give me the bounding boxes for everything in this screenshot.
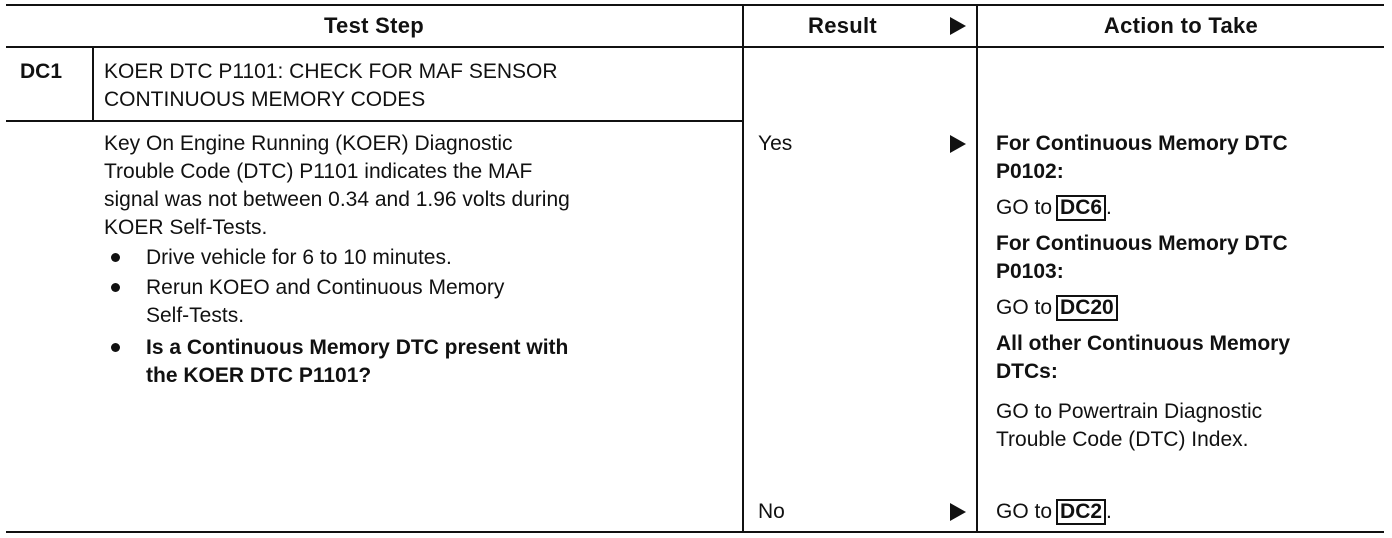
goto-prefix: GO to — [996, 296, 1053, 319]
bullet-icon — [111, 343, 120, 352]
bottom-border — [6, 531, 1384, 533]
step-title-line1: KOER DTC P1101: CHECK FOR MAF SENSOR — [104, 60, 558, 83]
top-border — [6, 4, 1384, 6]
header-test-step: Test Step — [323, 13, 425, 38]
result-no: No — [758, 500, 785, 523]
action-other-goto-line1: GO to Powertrain Diagnostic — [996, 400, 1263, 423]
desc-line2: Trouble Code (DTC) P1101 indicates the M… — [104, 160, 533, 183]
bullet2-text-line1: Rerun KOEO and Continuous Memory — [146, 276, 505, 299]
action-p0102-heading-line2: P0102: — [996, 160, 1064, 183]
step-id-divider — [92, 48, 94, 120]
bullet3-text-line2: the KOER DTC P1101? — [146, 364, 372, 387]
bullet-icon — [111, 283, 120, 292]
desc-line4: KOER Self-Tests. — [104, 216, 268, 239]
bullet3-text-line1: Is a Continuous Memory DTC present with — [146, 336, 569, 359]
bullet-icon — [111, 253, 120, 262]
action-other-goto-line2: Trouble Code (DTC) Index. — [996, 428, 1249, 451]
test-step-column-divider — [742, 4, 744, 533]
action-p0103-heading-line2: P0103: — [996, 260, 1064, 283]
goto-prefix: GO to — [996, 196, 1053, 219]
result-yes: Yes — [758, 132, 793, 155]
result-yes-arrow-icon — [950, 135, 966, 153]
header-divider — [6, 46, 1384, 48]
desc-line3: signal was not between 0.34 and 1.96 vol… — [104, 188, 570, 211]
action-other-heading-line2: DTCs: — [996, 360, 1058, 383]
desc-line1: Key On Engine Running (KOER) Diagnostic — [104, 132, 513, 155]
bullet1-text: Drive vehicle for 6 to 10 minutes. — [146, 246, 452, 269]
link-dc2[interactable]: DC2 — [1056, 499, 1107, 525]
link-dc6[interactable]: DC6 — [1056, 195, 1107, 221]
result-column-divider — [976, 4, 978, 533]
link-dc20[interactable]: DC20 — [1056, 295, 1118, 321]
result-no-arrow-icon — [950, 503, 966, 521]
goto-suffix: . — [1106, 196, 1112, 219]
bullet2-text-line2: Self-Tests. — [146, 304, 245, 327]
header-action: Action to Take — [1103, 13, 1259, 38]
step-id: DC1 — [20, 60, 63, 83]
header-arrow-icon — [950, 17, 966, 35]
goto-prefix: GO to — [996, 500, 1053, 523]
goto-suffix: . — [1106, 500, 1112, 523]
action-other-heading-line1: All other Continuous Memory — [996, 332, 1290, 355]
step-title-divider — [6, 120, 742, 122]
step-title-line2: CONTINUOUS MEMORY CODES — [104, 88, 426, 111]
action-p0102-heading-line1: For Continuous Memory DTC — [996, 132, 1288, 155]
action-p0103-heading-line1: For Continuous Memory DTC — [996, 232, 1288, 255]
header-result: Result — [808, 13, 878, 38]
